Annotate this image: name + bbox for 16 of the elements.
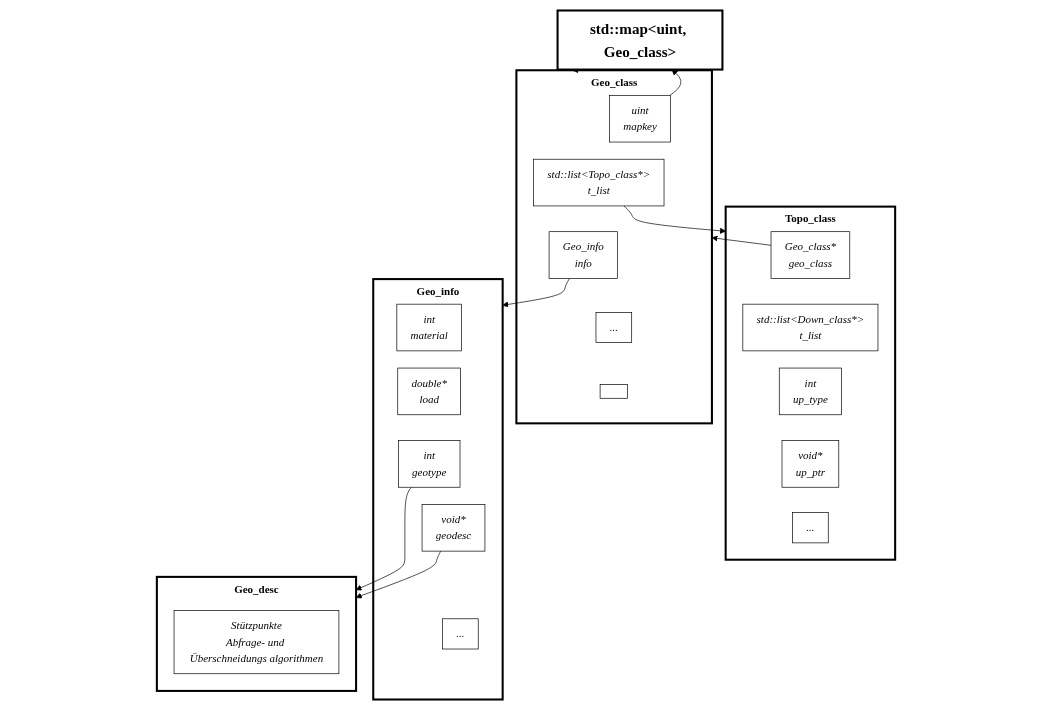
node-box: int geotype: [398, 439, 461, 488]
node-box: double* load: [397, 367, 461, 415]
node-box: std::list<Down_class*> t_list: [742, 303, 879, 351]
node-box: Geo_info info: [548, 230, 618, 279]
node-box: int material: [396, 303, 462, 351]
node-box: int up_type: [778, 367, 842, 415]
node-box: ...: [792, 511, 829, 543]
node-box: std::list<Topo_class*> t_list: [533, 158, 665, 206]
node-box: uint mapkey: [609, 94, 671, 142]
node-box: Stützpunkte Abfrage- und Überschneidungs algorithmen: [173, 609, 340, 674]
node-box: void* geodesc: [421, 503, 486, 551]
node-box: ...: [442, 617, 479, 649]
node-box: [599, 383, 628, 399]
node-box: Geo_class* geo_class: [770, 230, 851, 279]
node-box: void* up_ptr: [781, 439, 840, 488]
node-box: ...: [595, 311, 633, 343]
